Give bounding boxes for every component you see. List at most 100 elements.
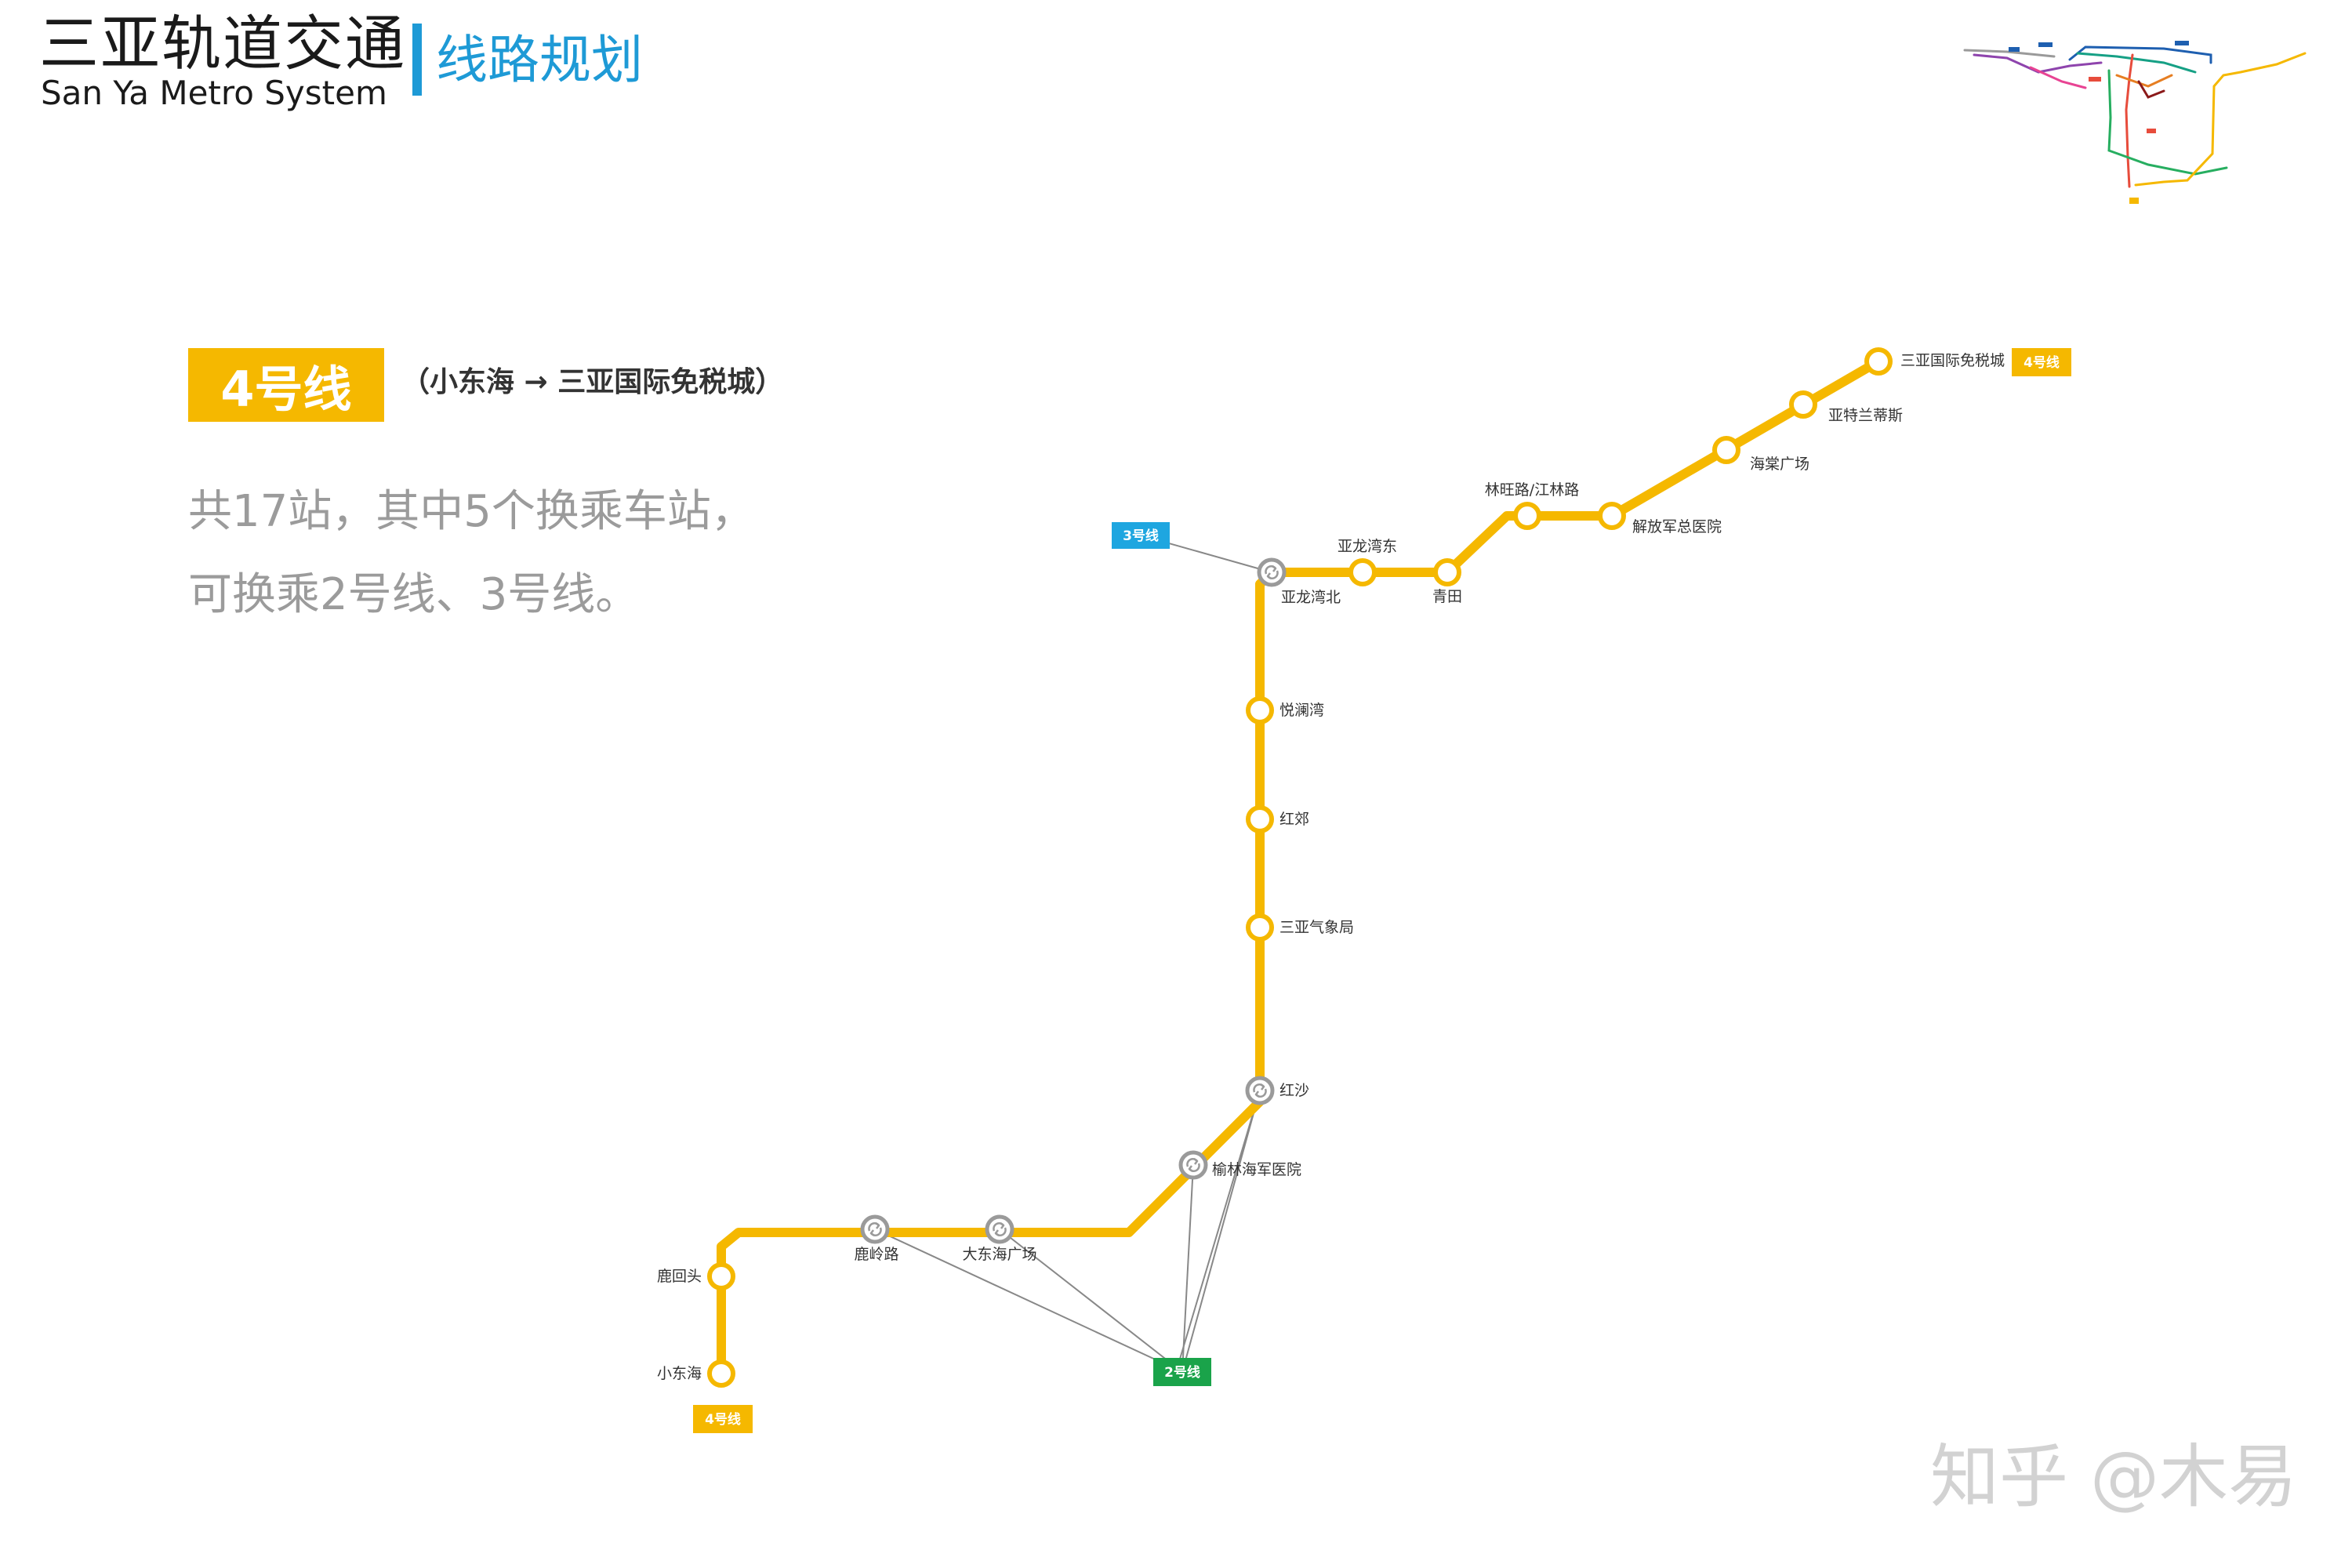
connector-line-2-dadonghai <box>999 1229 1183 1373</box>
title-divider <box>412 24 422 96</box>
station-marker <box>707 1262 735 1290</box>
station-label: 亚龙湾东 <box>1338 538 1397 555</box>
line-4-start-tag: 4号线 <box>693 1405 753 1433</box>
line-description: 共17站，其中5个换乘车站， 可换乘2号线、3号线。 <box>188 470 755 637</box>
overview-label-marker <box>2147 129 2156 133</box>
interchange-marker <box>985 1214 1014 1244</box>
station-label: 林旺路/江林路 <box>1485 481 1579 499</box>
watermark: 知乎 @木易 <box>1930 1436 2297 1517</box>
station-label: 悦澜湾 <box>1279 702 1324 719</box>
section-title: 线路规划 <box>436 30 643 90</box>
station-luling[interactable]: 鹿岭路 <box>854 1214 899 1263</box>
station-label: 红郊 <box>1279 811 1309 828</box>
station-marker <box>1246 805 1274 833</box>
line-3-tag-label: 3号线 <box>1123 528 1159 544</box>
station-label: 小东海 <box>657 1365 702 1382</box>
station-label: 亚龙湾北 <box>1281 589 1341 606</box>
overview-label-marker <box>2038 42 2053 47</box>
station-yalongbei[interactable]: 亚龙湾北 <box>1257 557 1341 606</box>
overview-line-orange <box>2115 74 2173 88</box>
station-qingtian[interactable]: 青田 <box>1432 558 1462 605</box>
station-marker <box>1246 696 1274 724</box>
line-4-start-tag-label: 4号线 <box>705 1411 741 1428</box>
station-label: 青田 <box>1432 588 1462 605</box>
overview-line-pink <box>2029 66 2087 89</box>
station-dadonghai[interactable]: 大东海广场 <box>962 1214 1037 1263</box>
station-label: 红沙 <box>1279 1082 1309 1099</box>
station-label: 海棠广场 <box>1750 456 1809 473</box>
connector-line-2-hongsha <box>1181 1090 1261 1373</box>
interchange-connectors <box>874 535 1272 1373</box>
station-marker <box>1864 347 1893 376</box>
station-atlantis[interactable]: 亚特兰蒂斯 <box>1789 390 1903 424</box>
station-marker <box>707 1359 735 1388</box>
transfer-icon <box>868 1222 882 1236</box>
station-label: 鹿岭路 <box>854 1246 898 1263</box>
station-yulin[interactable]: 榆林海军医院 <box>1178 1150 1301 1180</box>
station-marker <box>1598 502 1626 530</box>
interchange-marker <box>1245 1076 1275 1105</box>
station-marker <box>1712 436 1740 464</box>
station-marker <box>1789 390 1817 419</box>
overview-label-marker <box>2089 77 2101 82</box>
interchange-marker <box>1178 1150 1208 1180</box>
transfer-icon <box>1265 565 1279 579</box>
overview-line-grey <box>1963 49 2056 58</box>
station-marker <box>1348 558 1377 586</box>
stations-layer: 小东海 鹿回头 鹿岭路 大东海广场 榆林海军医院 红沙 三亚气象局 红郊 悦澜湾 亚龙湾北 亚龙湾东… <box>657 347 2005 1388</box>
line-2-tag: 2号线 <box>1153 1358 1211 1386</box>
line-route: （小东海 → 三亚国际免税城） <box>401 366 784 398</box>
transfer-icon <box>1253 1083 1267 1098</box>
line-tags-layer: 4号线 4号线 2号线 3号线 <box>693 348 2071 1433</box>
station-label: 三亚气象局 <box>1279 919 1354 936</box>
station-label: 鹿回头 <box>657 1268 702 1285</box>
connector-line-2-yulin <box>1181 1164 1194 1373</box>
description-line-1: 共17站，其中5个换乘车站， <box>188 486 755 537</box>
station-label: 三亚国际免税城 <box>1900 352 2005 369</box>
station-luhuitou[interactable]: 鹿回头 <box>657 1262 735 1290</box>
station-yalongdong[interactable]: 亚龙湾东 <box>1338 538 1397 586</box>
connector-line-2-hongsha-b <box>1175 1090 1261 1373</box>
station-marker <box>1246 913 1274 942</box>
station-dutyfree[interactable]: 三亚国际免税城 <box>1864 347 2005 376</box>
description-line-2: 可换乘2号线、3号线。 <box>188 569 640 620</box>
line-4-end-tag: 4号线 <box>2012 348 2071 376</box>
station-jiefangjun[interactable]: 解放军总医院 <box>1598 502 1722 535</box>
overview-line-red <box>2125 53 2134 188</box>
overview-line-green <box>2107 69 2228 176</box>
station-hongjiao[interactable]: 红郊 <box>1246 805 1309 833</box>
transfer-icon <box>1186 1158 1200 1172</box>
overview-label-marker <box>2009 47 2020 52</box>
line-2-tag-label: 2号线 <box>1164 1364 1200 1381</box>
station-label: 榆林海军医院 <box>1212 1161 1301 1178</box>
station-label: 亚特兰蒂斯 <box>1828 407 1903 424</box>
overview-line-teal <box>2076 52 2197 74</box>
station-haitang[interactable]: 海棠广场 <box>1712 436 1809 473</box>
station-xiaodonghai[interactable]: 小东海 <box>657 1359 735 1388</box>
station-label: 解放军总医院 <box>1632 518 1722 535</box>
interchange-marker <box>860 1214 890 1244</box>
interchange-marker <box>1257 557 1287 587</box>
station-marker <box>1433 558 1461 586</box>
station-qixiang[interactable]: 三亚气象局 <box>1246 913 1354 942</box>
station-hongsha[interactable]: 红沙 <box>1245 1076 1309 1105</box>
page-subtitle: San Ya Metro System <box>41 74 387 112</box>
station-marker <box>1513 502 1541 530</box>
station-label: 大东海广场 <box>962 1246 1036 1263</box>
line-badge: 4号线 <box>188 348 384 422</box>
overview-map-thumbnail <box>1963 41 2307 204</box>
overview-label-marker <box>2175 41 2189 45</box>
connector-line-2-luling <box>874 1229 1183 1373</box>
line-3-tag: 3号线 <box>1112 522 1170 549</box>
station-linwang[interactable]: 林旺路/江林路 <box>1485 481 1579 530</box>
overview-line-yellow <box>2134 52 2307 187</box>
overview-label-marker <box>2129 198 2139 204</box>
line-4-end-tag-label: 4号线 <box>2024 354 2060 371</box>
overview-line-blue <box>2068 45 2212 64</box>
line-4-track <box>717 357 1883 1378</box>
page-title: 三亚轨道交通 <box>39 9 406 78</box>
overview-line-darkred <box>2137 80 2165 99</box>
transfer-icon <box>993 1222 1007 1236</box>
station-yuelan[interactable]: 悦澜湾 <box>1246 696 1324 724</box>
